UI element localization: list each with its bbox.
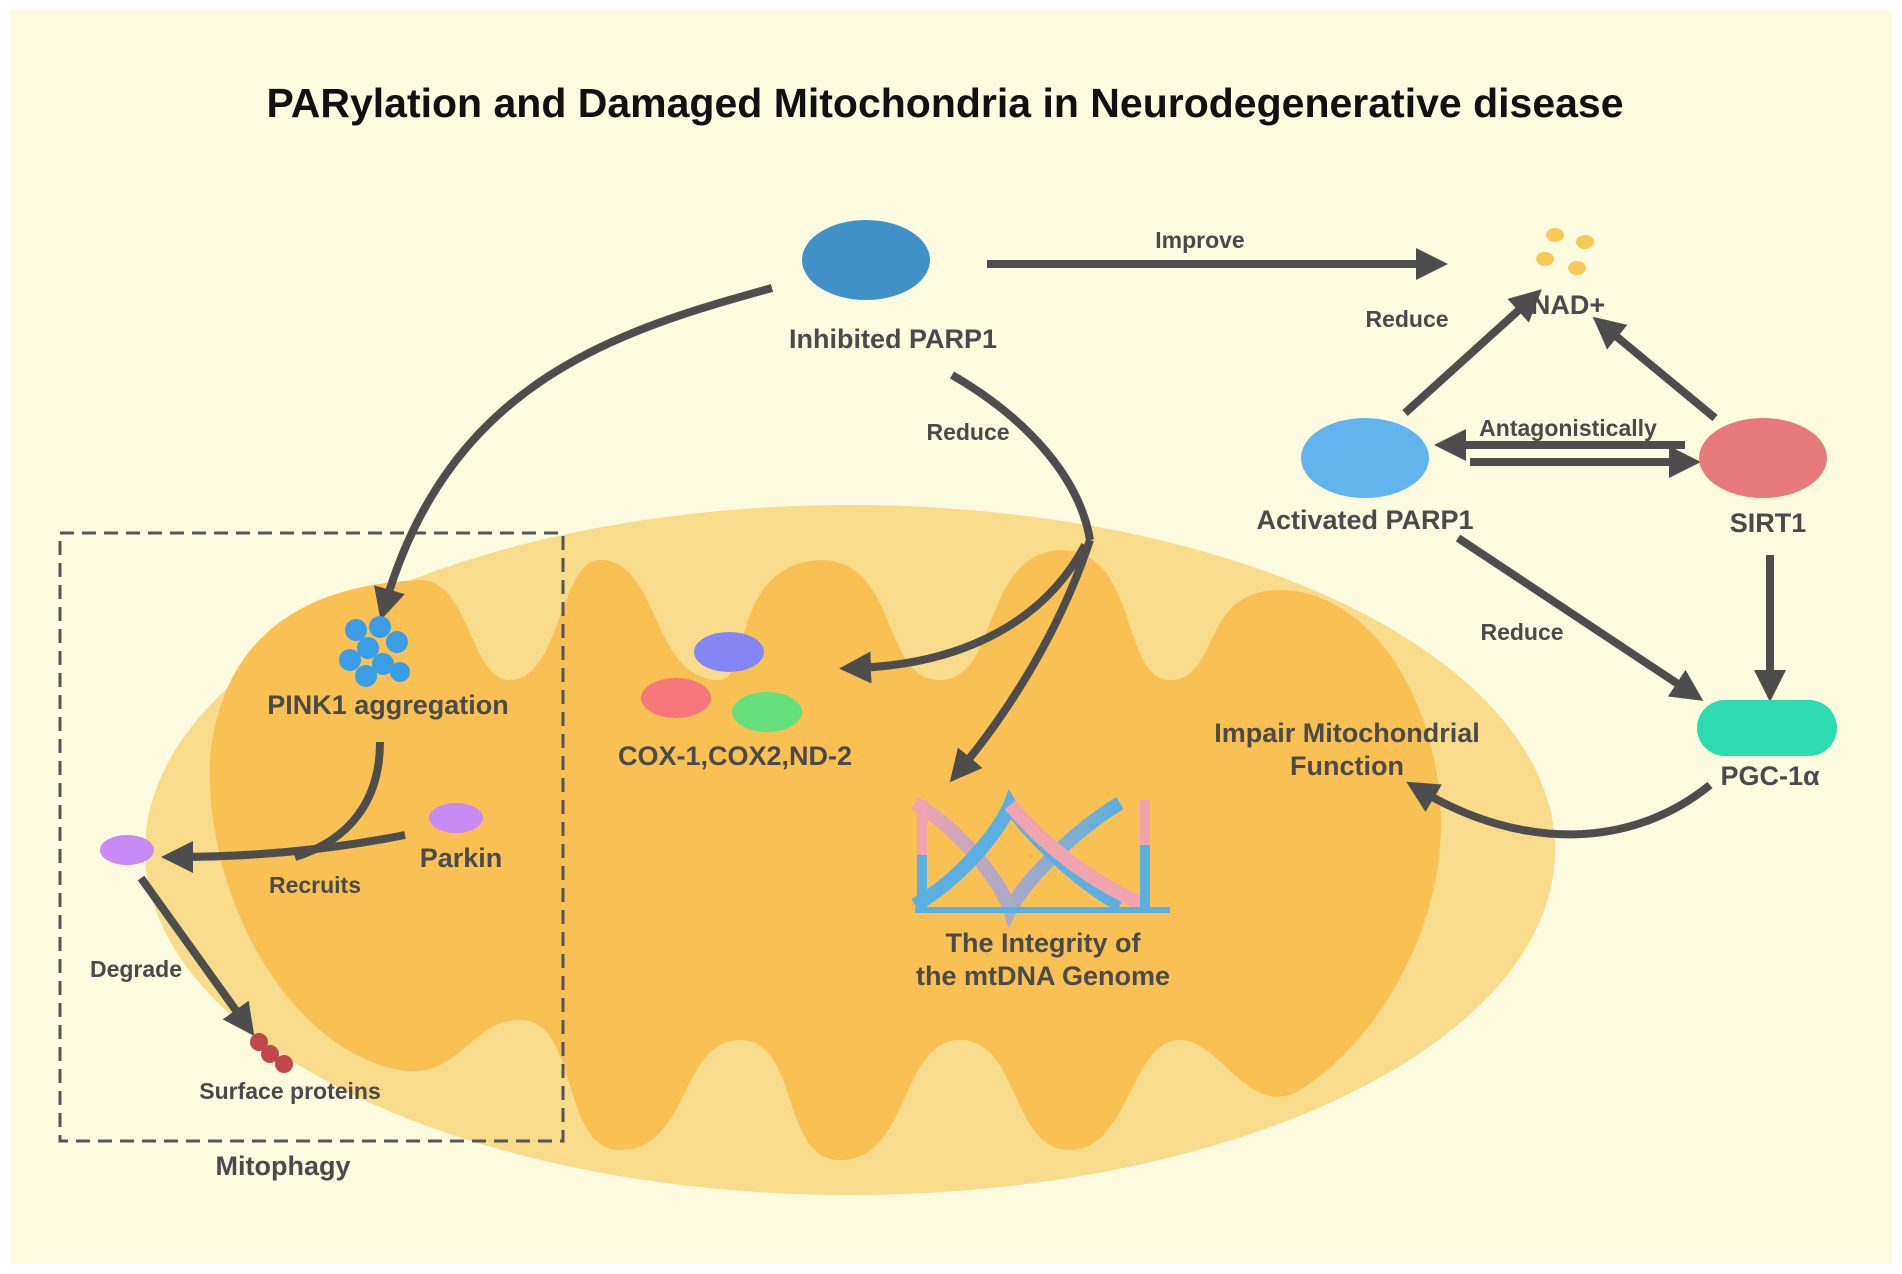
- arrow-degrade: [137, 875, 255, 1037]
- node-activated-parp1: Activated PARP1: [1256, 418, 1474, 535]
- pink1-particle: [390, 662, 410, 682]
- edge-label-recruits: Recruits: [269, 872, 361, 898]
- mitophagy-label: Mitophagy: [216, 1151, 351, 1181]
- mitophagy-box: [58, 531, 565, 1143]
- activated-parp1-label: Activated PARP1: [1256, 505, 1473, 535]
- edge-label-reduce-inhibited: Reduce: [926, 419, 1009, 445]
- dna-helix-icon: [911, 789, 1170, 929]
- pink1-particle: [339, 649, 361, 671]
- node-pgc1a: PGC-1α: [1697, 700, 1837, 791]
- mtdna-label-line2: the mtDNA Genome: [916, 961, 1170, 991]
- pink1-label: PINK1 aggregation: [267, 690, 509, 720]
- node-surface-proteins: Surface proteins: [199, 1033, 381, 1104]
- node-parkin: Parkin: [420, 803, 503, 873]
- nad-dot: [1546, 228, 1564, 242]
- mitochondrion-inner-membrane: [209, 550, 1441, 1160]
- pink1-particle: [369, 616, 391, 638]
- cox2-blob: [694, 632, 764, 672]
- mitochondrion: [145, 505, 1555, 1195]
- surface-protein-dot: [275, 1055, 293, 1073]
- edge-label-degrade: Degrade: [90, 956, 182, 982]
- nad-dot: [1568, 261, 1586, 275]
- arrow-activated-to-pgc1a: [1455, 534, 1704, 701]
- node-inhibited-parp1: Inhibited PARP1: [789, 220, 997, 354]
- arrow-pgc1a-to-impair: [1406, 781, 1713, 839]
- arrow-inhibited-to-pink1: [374, 284, 774, 621]
- arrow-to-cox: [839, 543, 1089, 684]
- inhibited-parp1-blob: [802, 220, 930, 300]
- node-sirt1: SIRT1: [1699, 418, 1827, 538]
- pink1-particle: [386, 631, 408, 653]
- dna-strand-right: [1140, 800, 1150, 910]
- pink1-particle: [357, 637, 379, 659]
- pgc1a-label: PGC-1α: [1720, 761, 1820, 791]
- impair-label-line2: Function: [1290, 751, 1404, 781]
- edge-label-reduce-nad: Reduce: [1365, 306, 1448, 332]
- cox1-blob: [641, 678, 711, 718]
- mtdna-label-line1: The Integrity of: [946, 928, 1142, 958]
- dna-strand-right-upper: [1140, 800, 1150, 845]
- nad-dot: [1536, 252, 1554, 266]
- node-cox: COX-1,COX2,ND-2: [618, 632, 852, 771]
- pink1-particle: [372, 653, 394, 675]
- arrow-inhibited-main: [950, 371, 1094, 541]
- surface-protein-dot: [261, 1045, 279, 1063]
- edge-label-reduce-activated: Reduce: [1480, 619, 1563, 645]
- sirt1-label: SIRT1: [1730, 508, 1807, 538]
- nad-dot: [1576, 235, 1594, 249]
- inhibited-parp1-label: Inhibited PARP1: [789, 324, 997, 354]
- node-nad: NAD+: [1531, 228, 1605, 320]
- pink1-particle: [355, 665, 377, 687]
- edge-label-improve: Improve: [1155, 227, 1244, 253]
- arrow-parkin-recruits: [161, 831, 406, 873]
- parkin-label: Parkin: [420, 843, 503, 873]
- surface-protein-dot: [250, 1033, 268, 1051]
- edge-label-antagonistically: Antagonistically: [1479, 415, 1657, 441]
- pgc1a-capsule: [1697, 700, 1837, 756]
- cox-label: COX-1,COX2,ND-2: [618, 741, 852, 771]
- arrow-sirt1-to-nad: [1592, 316, 1718, 422]
- node-impair-function: Impair Mitochondrial Function: [1214, 718, 1480, 781]
- dna-strand-left-lower: [917, 855, 927, 910]
- surface-proteins-label: Surface proteins: [199, 1078, 381, 1104]
- impair-label-line1: Impair Mitochondrial: [1214, 718, 1480, 748]
- nd2-blob: [732, 692, 802, 732]
- node-pink1: PINK1 aggregation: [267, 616, 509, 720]
- diagram-title: PARylation and Damaged Mitochondria in N…: [266, 80, 1623, 126]
- nad-label: NAD+: [1531, 290, 1605, 320]
- activated-parp1-blob: [1301, 418, 1429, 498]
- node-mtdna: The Integrity of the mtDNA Genome: [911, 789, 1170, 991]
- parkin-blob: [429, 803, 483, 833]
- recruited-parkin-blob: [100, 835, 154, 865]
- arrow-to-mtdna: [949, 538, 1094, 783]
- pink1-particle: [345, 619, 367, 641]
- sirt1-blob: [1699, 418, 1827, 498]
- arrow-activated-to-nad: [1402, 289, 1542, 416]
